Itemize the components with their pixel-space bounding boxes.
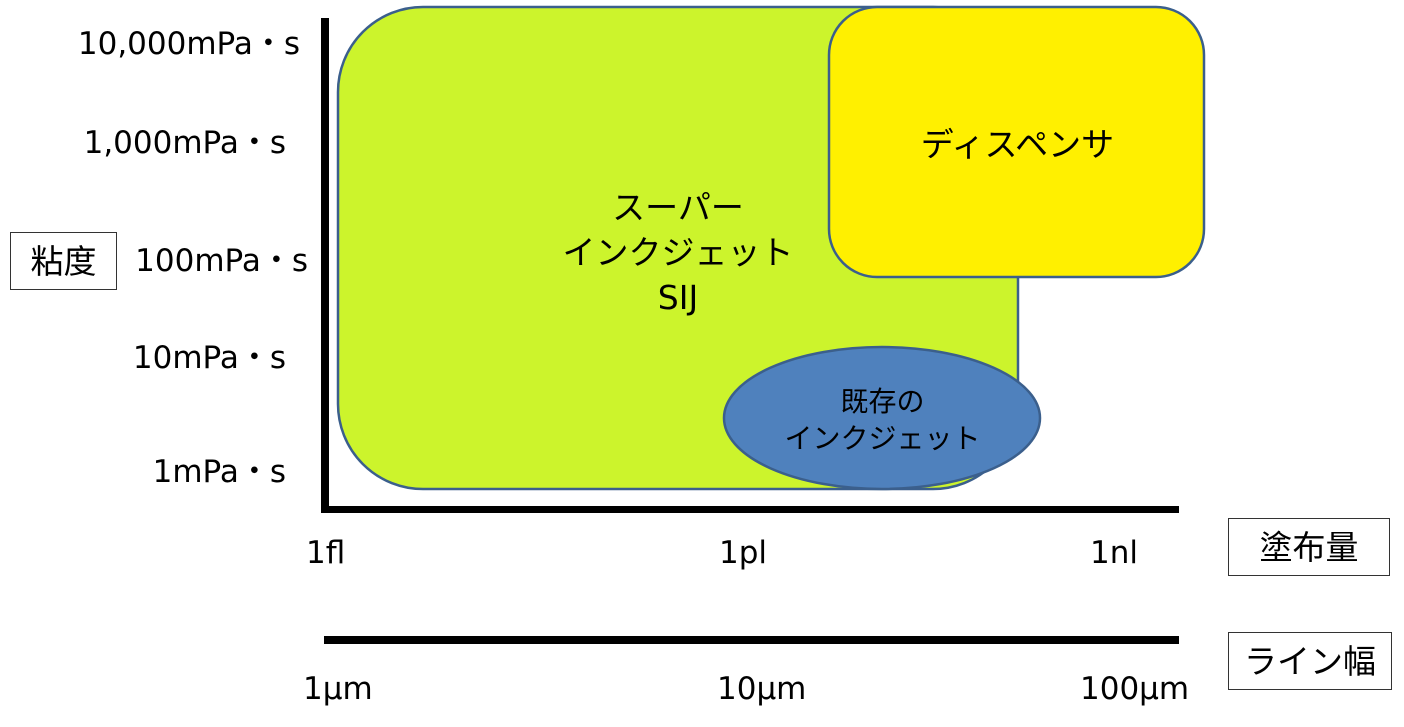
linewidth-axis-label-text: ライン幅: [1244, 641, 1376, 681]
x-tick-1nl: 1nl: [1090, 535, 1138, 571]
linewidth-axis-label: ライン幅: [1228, 632, 1392, 690]
super-inkjet-label-line3: SIJ: [657, 278, 699, 317]
y-tick-1: 1mPa・s: [152, 454, 286, 490]
x-tick-1fl: 1fl: [306, 535, 346, 571]
super-inkjet-label-line2: インクジェット: [562, 233, 794, 272]
existing-inkjet-region: [722, 345, 1042, 491]
super-inkjet-label-line1: スーパー: [612, 188, 744, 227]
existing-inkjet-label-line2: インクジェット: [784, 422, 981, 455]
dispenser-region: [827, 5, 1206, 279]
super-inkjet-label: スーパー インクジェット SIJ: [518, 185, 838, 320]
x-tick-10um: 10μm: [717, 671, 807, 707]
y-tick-1000: 1,000mPa・s: [83, 125, 286, 161]
y-tick-10000: 10,000mPa・s: [77, 26, 300, 62]
x-tick-100um: 100μm: [1080, 671, 1190, 707]
y-tick-100: 100mPa・s: [135, 243, 308, 279]
existing-inkjet-label-line1: 既存の: [840, 385, 925, 418]
dispenser-label: ディスペンサ: [920, 125, 1115, 164]
y-tick-10: 10mPa・s: [132, 340, 286, 376]
x-tick-1pl: 1pl: [719, 535, 768, 571]
x-axis-line: [321, 506, 1179, 513]
y-axis-label-text: 粘度: [30, 241, 97, 281]
y-axis-line: [321, 18, 329, 512]
y-axis-label: 粘度: [10, 232, 117, 290]
linewidth-axis-line: [324, 636, 1179, 644]
volume-axis-label: 塗布量: [1228, 518, 1390, 576]
volume-axis-label-text: 塗布量: [1259, 527, 1359, 567]
existing-inkjet-label: 既存の インクジェット: [770, 383, 995, 457]
x-tick-1um: 1μm: [303, 671, 373, 707]
